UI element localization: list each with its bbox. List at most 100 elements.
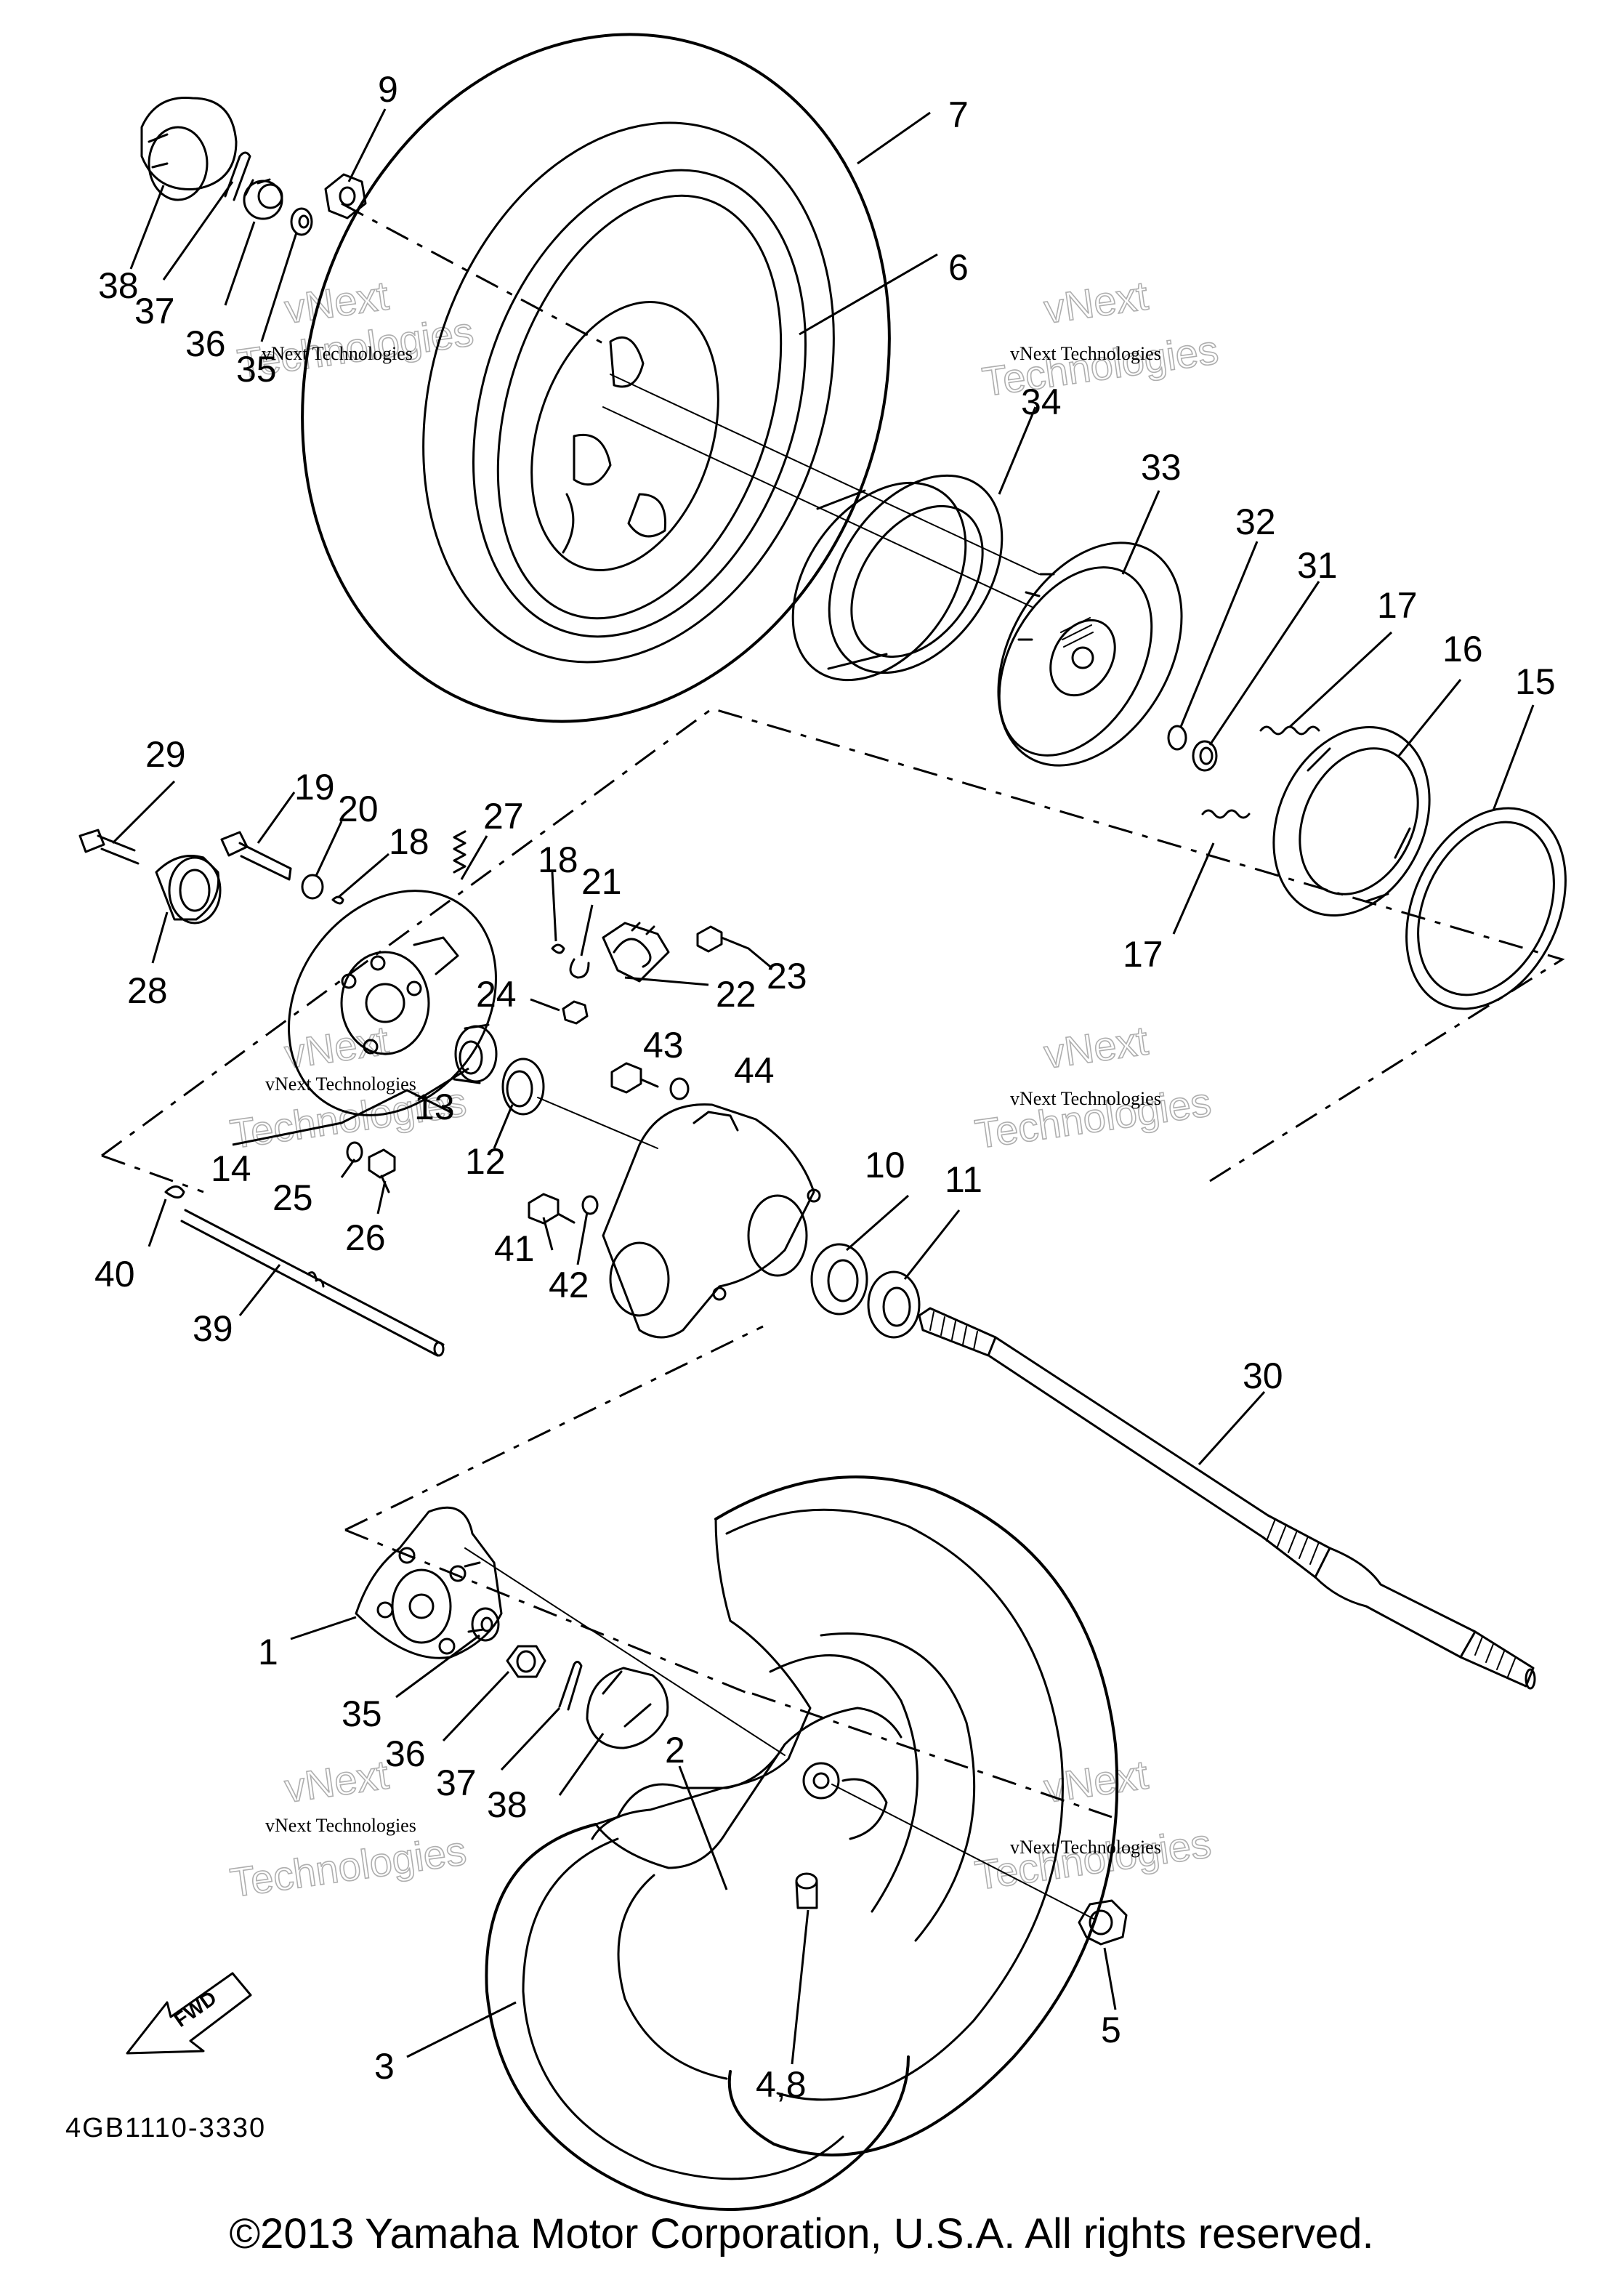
- wheel-hub-1: [355, 1506, 503, 1659]
- hub-cap-bottom: [586, 1667, 669, 1749]
- svg-text:vNext: vNext: [1041, 1018, 1151, 1077]
- part-label-14: 14: [211, 1148, 251, 1189]
- part-label-11: 11: [945, 1159, 982, 1200]
- part-label-39: 39: [193, 1308, 233, 1349]
- part-label-17-upper: 17: [1377, 585, 1418, 626]
- brake-backplate: [288, 890, 497, 1116]
- washer-25: [346, 1141, 363, 1163]
- watermark-bottom-left: vNext Technologies vNext Technologies: [227, 1751, 469, 1906]
- copyright-notice: ©2013 Yamaha Motor Corporation, U.S.A. A…: [229, 2210, 1374, 2257]
- bottom-tire-3: [485, 1475, 1119, 2211]
- cotter-pin-top: [224, 151, 251, 201]
- watermark-top-right: vNext Technologies vNext Technologies: [979, 272, 1222, 406]
- part-label-37-top: 37: [134, 291, 175, 331]
- fwd-arrow-icon: FWD: [126, 1972, 252, 2055]
- part-label-25: 25: [272, 1177, 313, 1218]
- washer-top: [290, 207, 313, 236]
- brake-shoe-16: [1272, 726, 1431, 917]
- part-label-18-right: 18: [538, 839, 578, 880]
- plate-14: [340, 1089, 452, 1124]
- bearing-holder-28: [155, 855, 222, 925]
- part-label-15: 15: [1515, 661, 1556, 702]
- diagram-code: 4GB1110-3330: [65, 2113, 266, 2143]
- circlip-31: [1192, 740, 1218, 772]
- cotter-pin-bottom: [558, 1661, 583, 1711]
- part-label-22: 22: [716, 974, 756, 1015]
- part-label-43: 43: [643, 1025, 684, 1066]
- washer-42: [581, 1195, 599, 1215]
- part-label-9: 9: [378, 69, 398, 110]
- part-label-36-bottom: 36: [385, 1733, 426, 1774]
- castle-nut-bottom: [506, 1645, 546, 1678]
- bolt-23: [696, 925, 750, 953]
- part-label-13: 13: [414, 1087, 455, 1127]
- nut-24: [562, 1000, 589, 1025]
- svg-text:vNext Technologies: vNext Technologies: [265, 1074, 416, 1095]
- part-label-29: 29: [145, 734, 186, 775]
- bearing-13: [453, 1023, 498, 1084]
- svg-text:vNext Technologies: vNext Technologies: [262, 343, 413, 364]
- clip-18-right: [551, 943, 565, 954]
- part-label-30: 30: [1243, 1356, 1283, 1396]
- part-label-20: 20: [338, 789, 379, 829]
- part-label-38-top: 38: [98, 265, 139, 306]
- bottom-rim-2: [591, 1518, 903, 1869]
- part-label-35-top: 35: [236, 349, 277, 390]
- spring-17-upper: [1259, 725, 1320, 736]
- wheel-nut-9: [324, 173, 367, 219]
- part-label-42: 42: [549, 1265, 589, 1305]
- part-label-23: 23: [767, 956, 807, 996]
- washer-bottom: [471, 1607, 500, 1642]
- svg-text:Technologies: Technologies: [980, 326, 1221, 405]
- top-rim: [472, 169, 807, 638]
- cam-lever-22: [602, 922, 670, 983]
- washer-44: [669, 1077, 690, 1100]
- bolt-41: [528, 1193, 576, 1225]
- part-label-24: 24: [476, 974, 517, 1015]
- part-labels: 7 6 9 38 37 36 35 34 33 32 31 17 16 15 1…: [94, 69, 1556, 2105]
- clip-18-left: [331, 895, 344, 905]
- part-label-17-lower: 17: [1123, 934, 1163, 975]
- svg-text:Technologies: Technologies: [227, 1827, 469, 1906]
- part-label-35-bottom: 35: [342, 1693, 382, 1734]
- part-label-21: 21: [581, 861, 622, 902]
- part-label-18-left: 18: [389, 821, 429, 862]
- watermark-middle-right: vNext Technologies vNext Technologies: [972, 1017, 1214, 1158]
- svg-text:vNext: vNext: [1041, 1752, 1151, 1811]
- top-tire: [301, 33, 891, 723]
- pin-21: [569, 958, 590, 979]
- watermark-bottom-right: vNext Technologies vNext Technologies: [972, 1751, 1214, 1899]
- part-label-44: 44: [734, 1050, 775, 1091]
- brake-drum-33: [997, 541, 1183, 767]
- bolt-26: [368, 1148, 396, 1193]
- axle-housing: [602, 1103, 821, 1339]
- washer-20: [301, 874, 324, 900]
- svg-text:vNext Technologies: vNext Technologies: [1010, 343, 1161, 364]
- part-label-41: 41: [494, 1228, 535, 1269]
- svg-text:vNext: vNext: [282, 1018, 392, 1077]
- part-label-31: 31: [1297, 545, 1338, 586]
- svg-text:vNext Technologies: vNext Technologies: [265, 1815, 416, 1836]
- svg-text:vNext Technologies: vNext Technologies: [1010, 1088, 1161, 1109]
- part-label-40: 40: [94, 1254, 135, 1294]
- svg-text:vNext: vNext: [282, 1752, 392, 1811]
- part-label-34: 34: [1021, 382, 1062, 422]
- part-label-10: 10: [865, 1145, 905, 1185]
- part-label-5: 5: [1101, 2010, 1121, 2050]
- part-label-16: 16: [1442, 629, 1483, 669]
- spring-17-lower: [1201, 809, 1251, 819]
- part-label-6: 6: [948, 247, 969, 288]
- leader-lines: [111, 108, 1535, 2065]
- o-ring-32: [1167, 725, 1187, 751]
- rod-39: [180, 1209, 445, 1357]
- part-label-7: 7: [948, 94, 969, 135]
- part-label-19: 19: [294, 767, 335, 807]
- svg-text:Technologies: Technologies: [972, 1820, 1214, 1898]
- oil-seal-11: [867, 1270, 921, 1339]
- rear-axle-30: [918, 1307, 1536, 1690]
- hub-cap-top: [140, 97, 238, 201]
- part-label-36-top: 36: [185, 323, 226, 364]
- bearing-10: [810, 1243, 868, 1316]
- part-label-4-8: 4,8: [756, 2064, 807, 2105]
